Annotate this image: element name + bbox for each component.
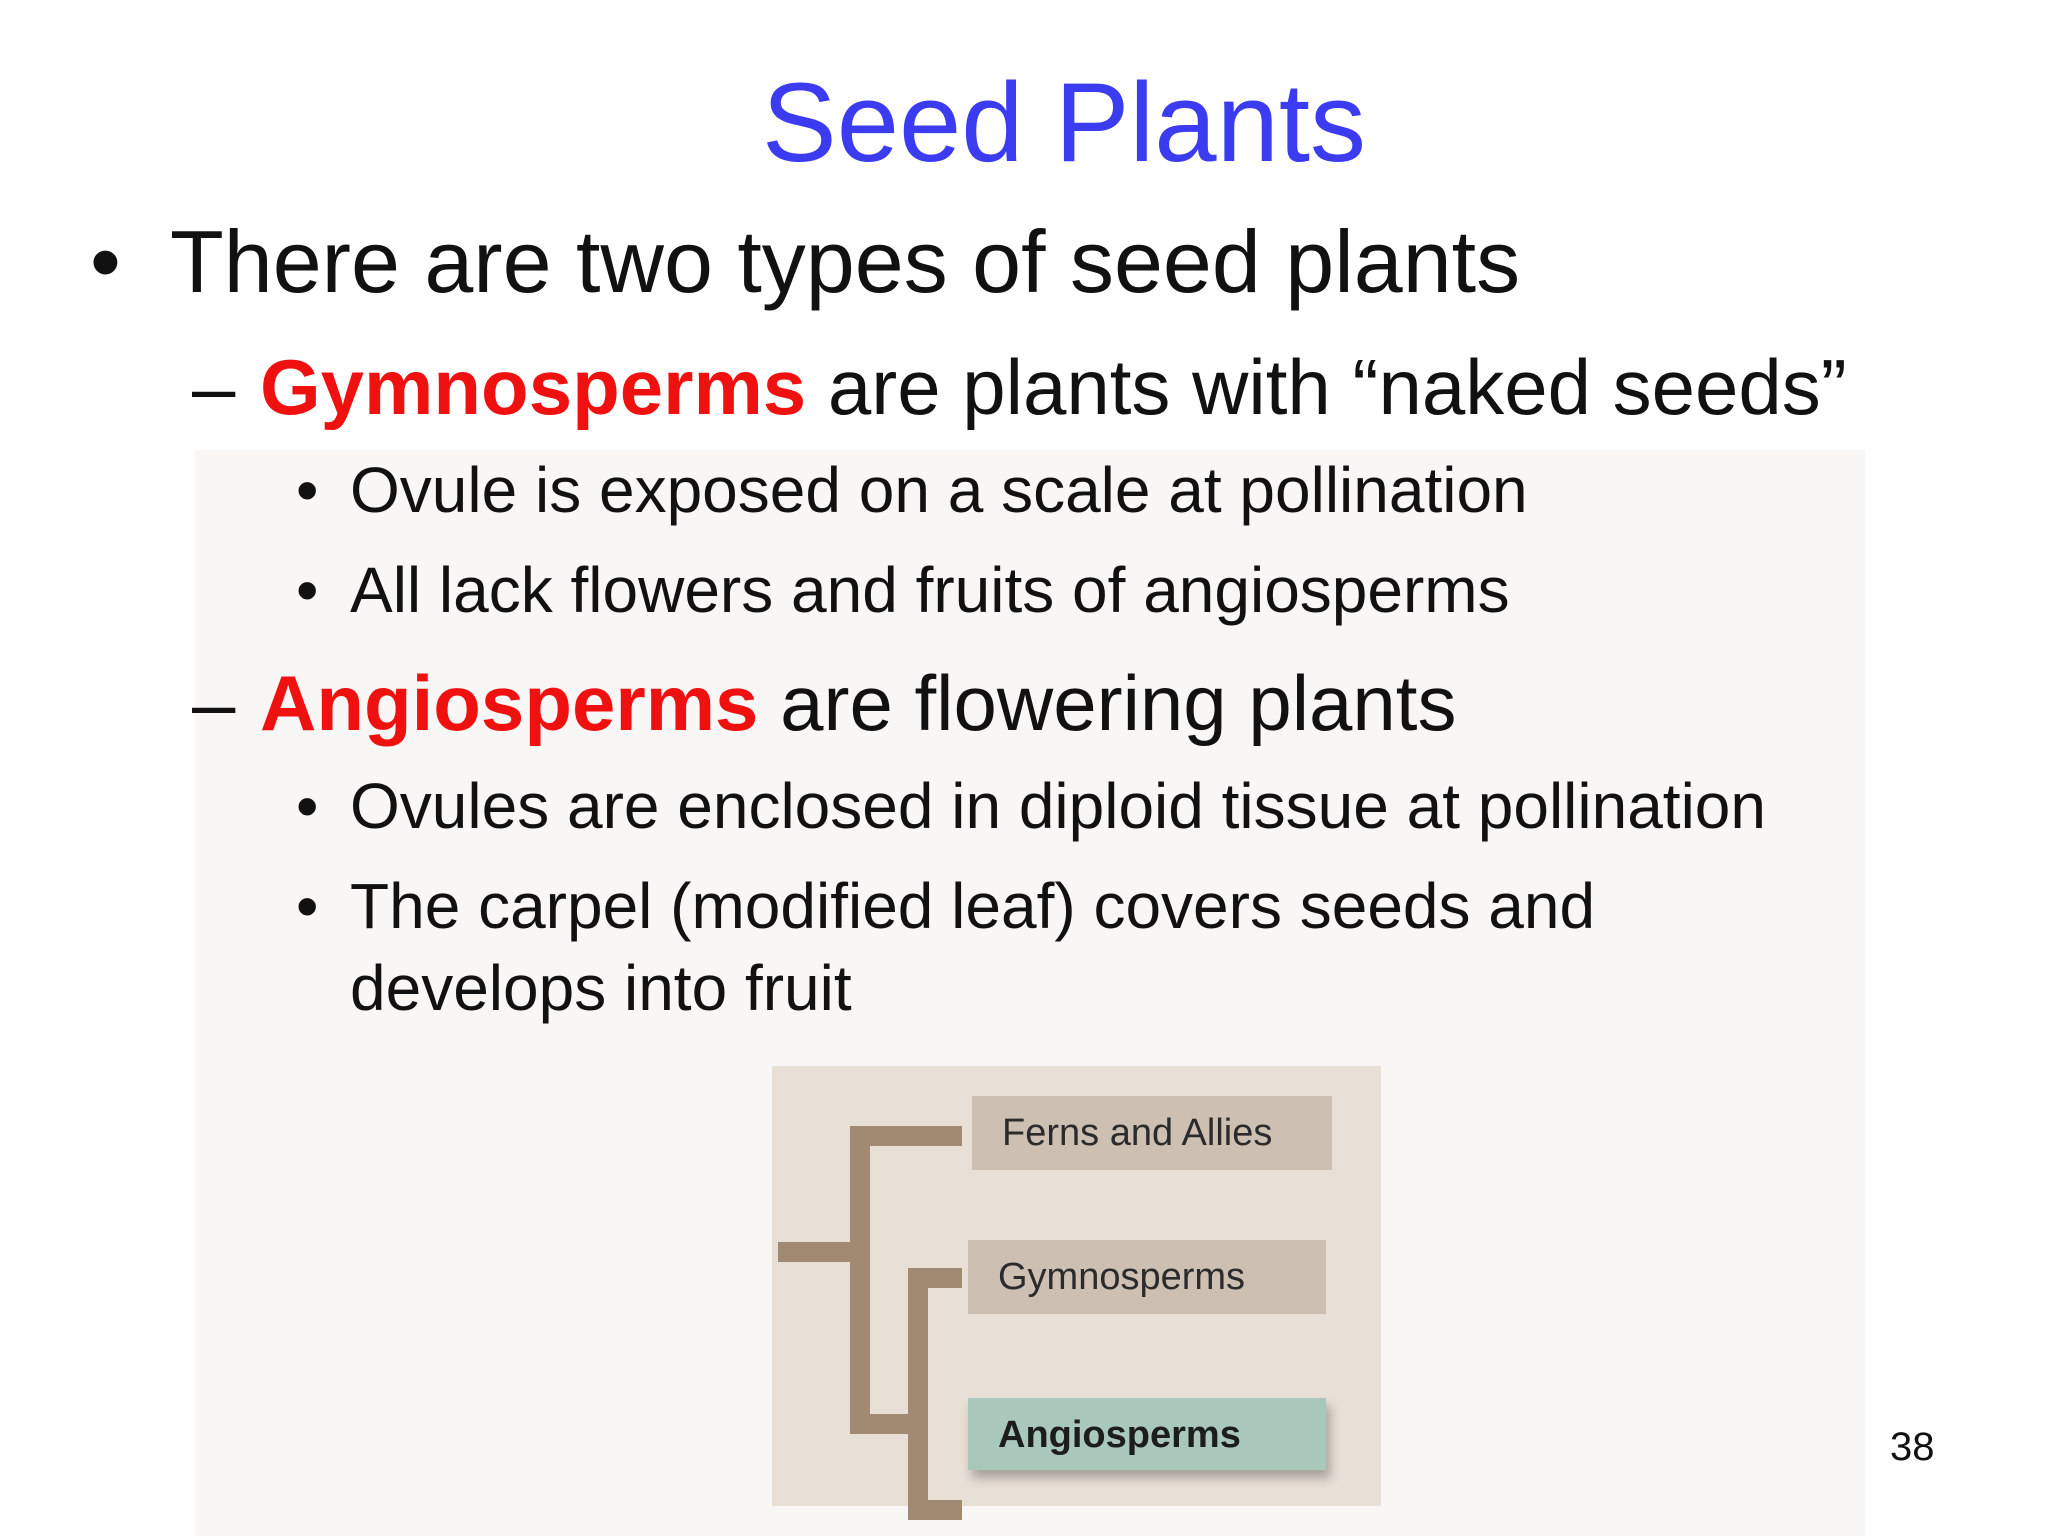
phylogeny-diagram: Ferns and Allies Gymnosperms Angiosperms xyxy=(772,1066,1381,1520)
gymno-sub-bullet-1: • xyxy=(296,454,319,526)
root-branch xyxy=(778,1242,858,1262)
gymnosperms-branch xyxy=(908,1268,962,1288)
gymno-sub-text-1: Ovule is exposed on a scale at pollinati… xyxy=(350,454,1528,526)
main-bullet-text: There are two types of seed plants xyxy=(170,212,1521,311)
slide-title: Seed Plants xyxy=(762,60,1366,185)
angiosperms-term: Angiosperms xyxy=(260,659,759,747)
inner-vertical-branch xyxy=(908,1268,928,1518)
angio-sub-text-1: Ovules are enclosed in diploid tissue at… xyxy=(350,770,1766,842)
gymnosperms-term: Gymnosperms xyxy=(260,343,807,431)
angiosperms-branch xyxy=(908,1500,962,1520)
angio-sub-bullet-2: • xyxy=(296,870,319,942)
gymno-sub-bullet-2: • xyxy=(296,554,319,626)
angiosperms-label: Angiosperms xyxy=(998,1414,1241,1456)
angiosperms-line: Angiosperms are flowering plants xyxy=(260,658,1456,748)
page-number: 38 xyxy=(1890,1425,1935,1469)
gymnosperms-label: Gymnosperms xyxy=(998,1256,1246,1298)
angiosperms-label-box: Angiosperms xyxy=(968,1398,1326,1470)
ferns-label: Ferns and Allies xyxy=(1002,1112,1273,1154)
gymno-sub-text-2: All lack flowers and fruits of angiosper… xyxy=(350,554,1510,626)
gymnosperms-label-box: Gymnosperms xyxy=(968,1240,1326,1314)
main-bullet-symbol: • xyxy=(90,212,121,311)
ferns-label-box: Ferns and Allies xyxy=(972,1096,1332,1170)
gymnosperms-rest: are plants with “naked seeds” xyxy=(806,343,1847,431)
angio-sub-bullet-1: • xyxy=(296,770,319,842)
angiosperms-dash: – xyxy=(192,659,236,747)
gymnosperms-dash: – xyxy=(192,343,236,431)
seed-plant-branch xyxy=(850,1414,918,1434)
gymnosperms-line: Gymnosperms are plants with “naked seeds… xyxy=(260,342,1847,432)
angio-sub-text-2: The carpel (modified leaf) covers seeds … xyxy=(350,870,1596,942)
main-vertical-branch xyxy=(850,1126,870,1432)
ferns-branch xyxy=(850,1126,962,1146)
angio-sub-text-2-continued: develops into fruit xyxy=(350,952,852,1024)
angiosperms-rest: are flowering plants xyxy=(758,659,1457,747)
